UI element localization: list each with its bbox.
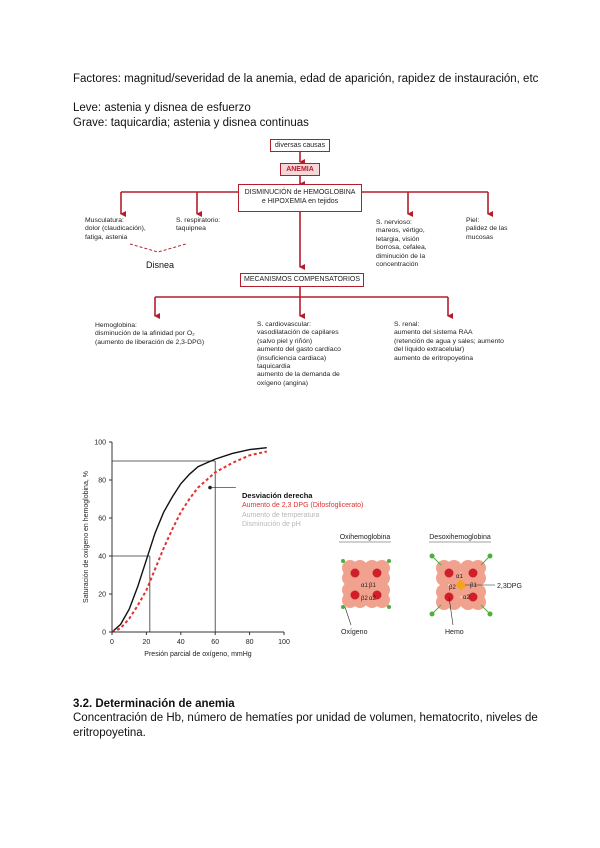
deoxy-title: Desoxihemoglobina [429,534,491,541]
hemo-label: Hemo [445,629,464,636]
leaf-renal: S. renal: aumento del sistema RAA (reten… [394,321,504,363]
leaf-line: (salvo piel y riñón) [257,337,313,345]
oxy-title: Oxihemoglobina [340,534,391,541]
section-heading: 3.2. Determinación de anemia [73,698,235,710]
series-normal-curve [111,447,267,633]
leaf-line: (retención de agua y sales; aumento [394,337,504,345]
leaf-line: vasodilatación de capilares [257,329,339,337]
leaf-line: palidez de las [466,225,508,233]
leaf-line: letargia, visión [376,235,420,243]
leaf-line: oxígeno (angina) [257,379,309,387]
dissociation-curve-chart: 0 20 40 60 80 100 0 20 40 60 80 100 Presión parcial… [83,440,290,659]
released-oxygen-markers [429,553,493,617]
leve-text: Leve: astenia y disnea de esfuerzo [73,102,251,114]
legend-item-temperature: Aumento de temperatura [242,512,320,519]
leaf-line: S. renal: [394,321,420,328]
y-tick-label: 60 [98,516,106,523]
y-tick-label: 40 [98,554,106,561]
deoxy-alpha1-label: α1 [456,574,463,580]
box-anemia: ANEMIA [280,163,320,176]
oxy-alpha2-label: α2 [369,596,376,602]
dpg-label: 2,3DPG [497,583,522,590]
leaf-line: (aumento de liberación de 2,3-DPG) [95,338,205,346]
leaf-line: aumento de eritropoyetina [394,354,473,362]
leaf-line: aumento del gasto cardíaco [257,346,341,354]
oxyhemoglobin-molecule: α1 β1 β2 α2 Oxígeno [341,559,391,636]
leaf-line: aumento de la demanda de [257,371,340,379]
leaf-line: aumento del sistema RAA [394,329,473,337]
oxy-alpha1-label: α1 [361,583,368,589]
factors-text: Factores: magnitud/severidad de la anemi… [73,73,539,85]
leaf-line: diminución de la [376,252,426,260]
x-tick-label: 100 [278,639,290,646]
disnea-label: Disnea [146,260,175,270]
x-axis-label: Presión parcial de oxígeno, mmHg [144,651,251,658]
x-tick-label: 40 [177,639,185,646]
oxygen-markers [341,559,391,609]
leaf-line: S. cardiovascular: [257,321,312,328]
leaf-line: Piel: [466,217,480,224]
deoxy-alpha2-label: α2 [463,595,470,601]
x-tick-label: 80 [246,639,254,646]
leaf-skin: Piel: palidez de las mucosas [466,217,508,242]
leaf-line: taquipnea [176,225,206,233]
deoxyhemoglobin-molecule: α1 β1 β2 α2 2,3DPG Hemo [429,553,522,636]
leaf-line: mareos, vértigo, [376,227,425,235]
leaf-line: fatiga, astenia [85,233,128,241]
oxy-beta1-label: β1 [369,583,376,589]
series-right-shift-curve [111,450,268,633]
y-tick-label: 0 [102,630,106,637]
legend-pointer-dot [208,485,212,490]
leaf-line: mucosas [466,233,494,241]
x-tick-label: 0 [110,639,114,646]
deoxy-beta1-label: β1 [470,583,477,589]
oxygen-label: Oxígeno [341,629,368,636]
leaf-line: Musculatura: [85,217,124,224]
deoxy-beta2-label: β2 [449,585,456,591]
box-mechanisms: MECANISMOS COMPENSATORIOS [240,273,364,287]
hemoglobin-diagram: Oxihemoglobina Desoxihemoglobina α1 β1 β… [339,534,522,636]
legend-item-dpg: Aumento de 2,3 DPG (Difosfoglicerato) [242,502,364,509]
leaf-respiratory: S. respiratorio: taquipnea [176,217,220,234]
legend-title: Desviación derecha [242,491,313,500]
oxy-beta2-label: β2 [361,596,368,602]
section-body-line-1: Concentración de Hb, número de hematíes … [73,712,538,724]
leaf-line: del líquido extracelular) [394,346,465,354]
leaf-line: S. nervioso: [376,219,412,226]
legend-item-ph: Disminución de pH [242,521,301,528]
leaf-line: dolor (claudicación), [85,225,146,233]
box-causes: diversas causas [270,139,330,152]
x-tick-label: 60 [211,639,219,646]
leaf-nervous: S. nervioso: mareos, vértigo, letargia, … [376,219,427,269]
hb-line-1: DISMINUCIÓN de HEMOGLOBINA [244,189,356,196]
x-tick-label: 20 [143,639,151,646]
leaf-line: (insuficiencia cardiaca) [257,354,327,362]
section-body-line-2: eritropoyetina. [73,727,146,739]
y-axis-label: Saturación de oxígeno en hemoglobina, % [83,471,90,603]
leaf-cardiovascular: S. cardiovascular: vasodilatación de cap… [257,321,341,388]
leaf-line: disminución de la afinidad por O₂ [95,330,195,338]
y-tick-label: 80 [98,478,106,485]
leaf-line: borrosa, cefalea, [376,244,427,252]
leaf-line: taquicardia [257,363,291,371]
leaf-line: Hemoglobina: [95,322,137,329]
leaf-line: concentración [376,261,419,269]
flowchart-connectors [120,152,493,319]
leaf-musculature: Musculatura: dolor (claudicación), fatig… [85,217,146,242]
y-tick-label: 100 [94,440,106,447]
grave-text: Grave: taquicardia; astenia y disnea con… [73,117,309,129]
leaf-line: S. respiratorio: [176,217,221,224]
box-hemoglobin-drop: DISMINUCIÓN de HEMOGLOBINA e HIPOXEMIA e… [238,184,362,212]
hb-line-2: e HIPOXEMIA en tejidos [261,198,339,205]
leaf-hemoglobin: Hemoglobina: disminución de la afinidad … [95,322,204,347]
y-tick-label: 20 [98,592,106,599]
